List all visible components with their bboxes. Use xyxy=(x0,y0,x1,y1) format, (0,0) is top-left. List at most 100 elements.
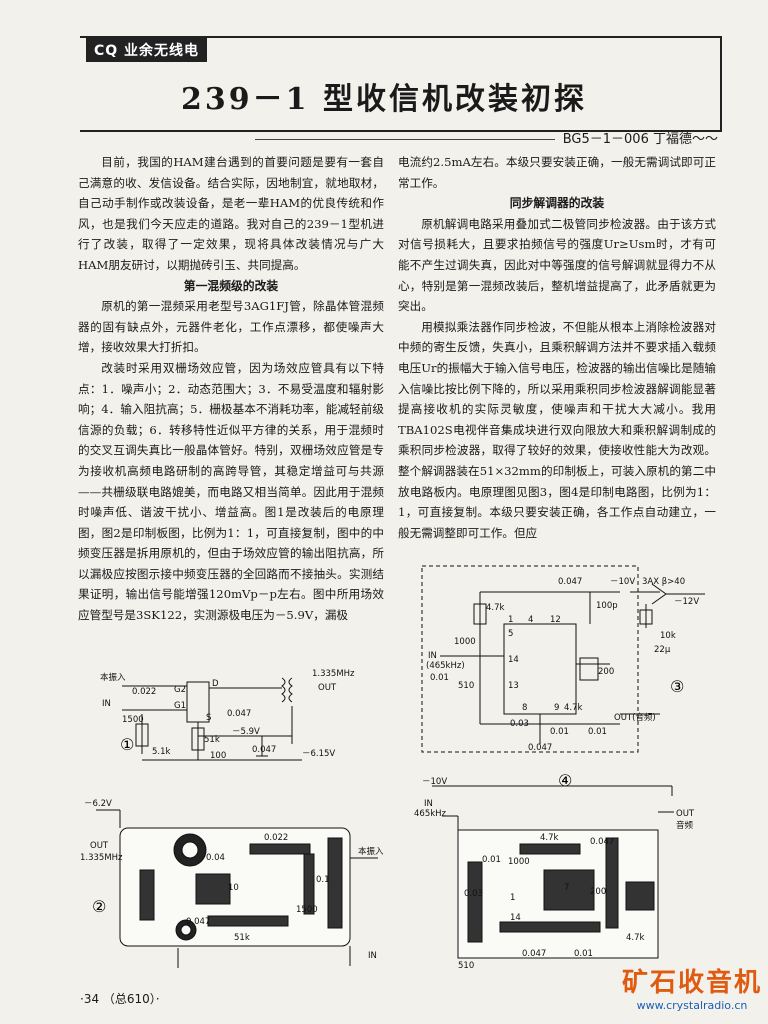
demod-paragraph-1: 原机解调电路采用叠加式二极管同步检波器。由于该方式对信号损耗大，且要求拍频信号的… xyxy=(398,216,716,314)
fig2-label: 0.04 xyxy=(206,853,225,863)
fig3-label: 0.01 xyxy=(430,673,449,683)
fig3-label: 510 xyxy=(458,681,474,691)
article-title: 239－1 型收信机改装初探 xyxy=(181,82,587,117)
fig1-label: 1500 xyxy=(122,715,144,725)
fig4-label: 7 xyxy=(564,883,569,893)
fig4-label: 510 xyxy=(458,961,474,971)
fig1-label: 0.047 xyxy=(227,709,251,719)
fig2-number: ② xyxy=(92,897,106,916)
fig2-label: －6.2V xyxy=(84,799,112,809)
fig1-label: 51k xyxy=(204,735,220,745)
section-heading-mixer: 第一混频级的改装 xyxy=(183,278,279,293)
fig4-label: IN xyxy=(424,799,433,809)
fig2-label: 1500 xyxy=(296,905,318,915)
fig3-label: 0.01 xyxy=(588,727,607,737)
continued-paragraph: 电流约2.5mA左右。本级只要安装正确，一般无需调试即可正常工作。 xyxy=(398,155,716,190)
fig3-label: 8 xyxy=(522,703,527,713)
fig3-label: 100p xyxy=(596,601,618,611)
figure-3-schematic: 0.047 －10V 3AX β>40 －12V 4.7k 100p 1 4 1… xyxy=(420,564,720,756)
intro-paragraph: 目前，我国的HAM建台遇到的首要问题是要有一套自己满意的收、发信设备。结合实际，… xyxy=(78,155,384,272)
fig3-label: 9 xyxy=(554,703,559,713)
fig4-label: 0.047 xyxy=(590,837,614,847)
fig1-label: G2 xyxy=(174,685,186,695)
fig3-label: 0.047 xyxy=(528,743,552,753)
fig4-label: 1 xyxy=(510,893,515,903)
fig1-label: 5.1k xyxy=(152,747,171,757)
fig3-label: 0.047 xyxy=(558,577,582,587)
fig3-label: IN xyxy=(428,651,437,661)
left-column: 目前，我国的HAM建台遇到的首要问题是要有一套自己满意的收、发信设备。结合实际，… xyxy=(78,152,384,626)
fig4-label: 0.01 xyxy=(482,855,501,865)
fig1-label: G1 xyxy=(174,701,186,711)
fig3-label: 1000 xyxy=(454,637,476,647)
fig1-label: －6.15V xyxy=(302,749,335,759)
fig3-label: －10V xyxy=(610,577,635,587)
demod-paragraph-2: 用模拟乘法器作同步检波，不但能从根本上消除检波器对中频的寄生反馈，失真小，且乘积… xyxy=(398,319,716,540)
fig2-label: 0.047 xyxy=(186,917,210,927)
fig3-label: 1 xyxy=(508,615,513,625)
fig2-label: 1.335MHz xyxy=(80,853,123,863)
watermark-url: www.crystalradio.cn xyxy=(636,999,748,1012)
fig1-label: 0.022 xyxy=(132,687,156,697)
fig3-label: 4 xyxy=(528,615,533,625)
header-frame xyxy=(80,36,722,132)
fig1-label: IN xyxy=(102,699,111,709)
fig4-label: 4.7k xyxy=(540,833,559,843)
fig3-label: 14 xyxy=(508,655,519,665)
fig3-label: 13 xyxy=(508,681,519,691)
fig3-label: －12V xyxy=(674,597,699,607)
figure-4-labels: －10V IN 465kHz OUT 音频 4.7k 0.047 1000 0.… xyxy=(414,772,695,971)
fig4-label: 0.03 xyxy=(464,889,483,899)
fig1-label: S xyxy=(206,713,211,723)
fig1-label: D xyxy=(212,679,219,689)
fig4-label: 0.01 xyxy=(574,949,593,959)
fig4-label: 0.047 xyxy=(522,949,546,959)
watermark-title: 矿石收音机 xyxy=(621,968,762,998)
byline-text: BG5－1－006 丁福德～～ xyxy=(562,132,718,147)
figure-4-pcb: －10V IN 465kHz OUT 音频 4.7k 0.047 1000 0.… xyxy=(412,772,712,972)
fig3-label: 0.03 xyxy=(510,719,529,729)
fig3-label: 4.7k xyxy=(564,703,583,713)
fig4-label: 4.7k xyxy=(626,933,645,943)
fig1-number: ① xyxy=(120,735,134,754)
fig1-label: 100 xyxy=(210,751,226,761)
figure-2-labels: －6.2V OUT 1.335MHz 0.04 0.022 10 0.1 150… xyxy=(80,799,384,961)
figure-3-labels: 0.047 －10V 3AX β>40 －12V 4.7k 100p 1 4 1… xyxy=(426,577,699,753)
mixer-paragraph-1: 原机的第一混频采用老型号3AG1FJ管，除晶体管混频器的固有缺点外，元器件老化，… xyxy=(78,299,384,355)
fig2-label: 51k xyxy=(234,933,250,943)
fig4-label: －10V xyxy=(422,777,447,787)
fig2-label: 0.1 xyxy=(316,875,330,885)
figure-2-pcb: －6.2V OUT 1.335MHz 0.04 0.022 10 0.1 150… xyxy=(78,798,398,968)
fig3-label: (465kHz) xyxy=(426,661,465,671)
fig1-label: 本振入 xyxy=(100,672,126,683)
figure-1-schematic: 本振入 0.022 IN G2 G1 D S 1500 0.047 51k 5.… xyxy=(92,664,392,774)
fig4-label: 14 xyxy=(510,913,521,923)
fig4-label: 1000 xyxy=(508,857,530,867)
fig3-label: 5 xyxy=(508,629,513,639)
byline-rule xyxy=(254,139,555,140)
fig2-label: 本振入 xyxy=(358,846,384,857)
fig4-label: 465kHz xyxy=(414,809,447,819)
mixer-paragraph-2: 改装时采用双栅场效应管，因为场效应管具有以下特点：1．噪声小；2．动态范围大；3… xyxy=(78,360,384,623)
fig3-label: 0.01 xyxy=(550,727,569,737)
fig1-label: 0.047 xyxy=(252,745,276,755)
fig2-label: IN xyxy=(368,951,377,961)
fig1-label: －5.9V xyxy=(232,727,260,737)
section-heading-demod: 同步解调器的改装 xyxy=(509,196,605,211)
column-tag: CQ 业余无线电 xyxy=(86,38,208,62)
fig3-label: 3AX β>40 xyxy=(642,577,685,587)
fig1-label: 1.335MHz xyxy=(312,669,355,679)
right-column: 电流约2.5mA左右。本级只要安装正确，一般无需调试即可正常工作。 同步解调器的… xyxy=(398,152,716,543)
fig3-number: ③ xyxy=(670,677,684,696)
fig1-label: OUT xyxy=(318,683,337,693)
fig3-label: 12 xyxy=(550,615,561,625)
fig3-label: 4.7k xyxy=(486,603,505,613)
page-number: ·34 （总610）· xyxy=(80,992,160,1006)
fig4-number: ④ xyxy=(558,772,572,790)
fig3-label: 200 xyxy=(598,667,614,677)
fig3-label: 22μ xyxy=(654,645,671,655)
figure-1-labels: 本振入 0.022 IN G2 G1 D S 1500 0.047 51k 5.… xyxy=(100,669,355,761)
fig3-label: OUT(音频) xyxy=(614,712,656,723)
fig2-label: OUT xyxy=(90,841,109,851)
